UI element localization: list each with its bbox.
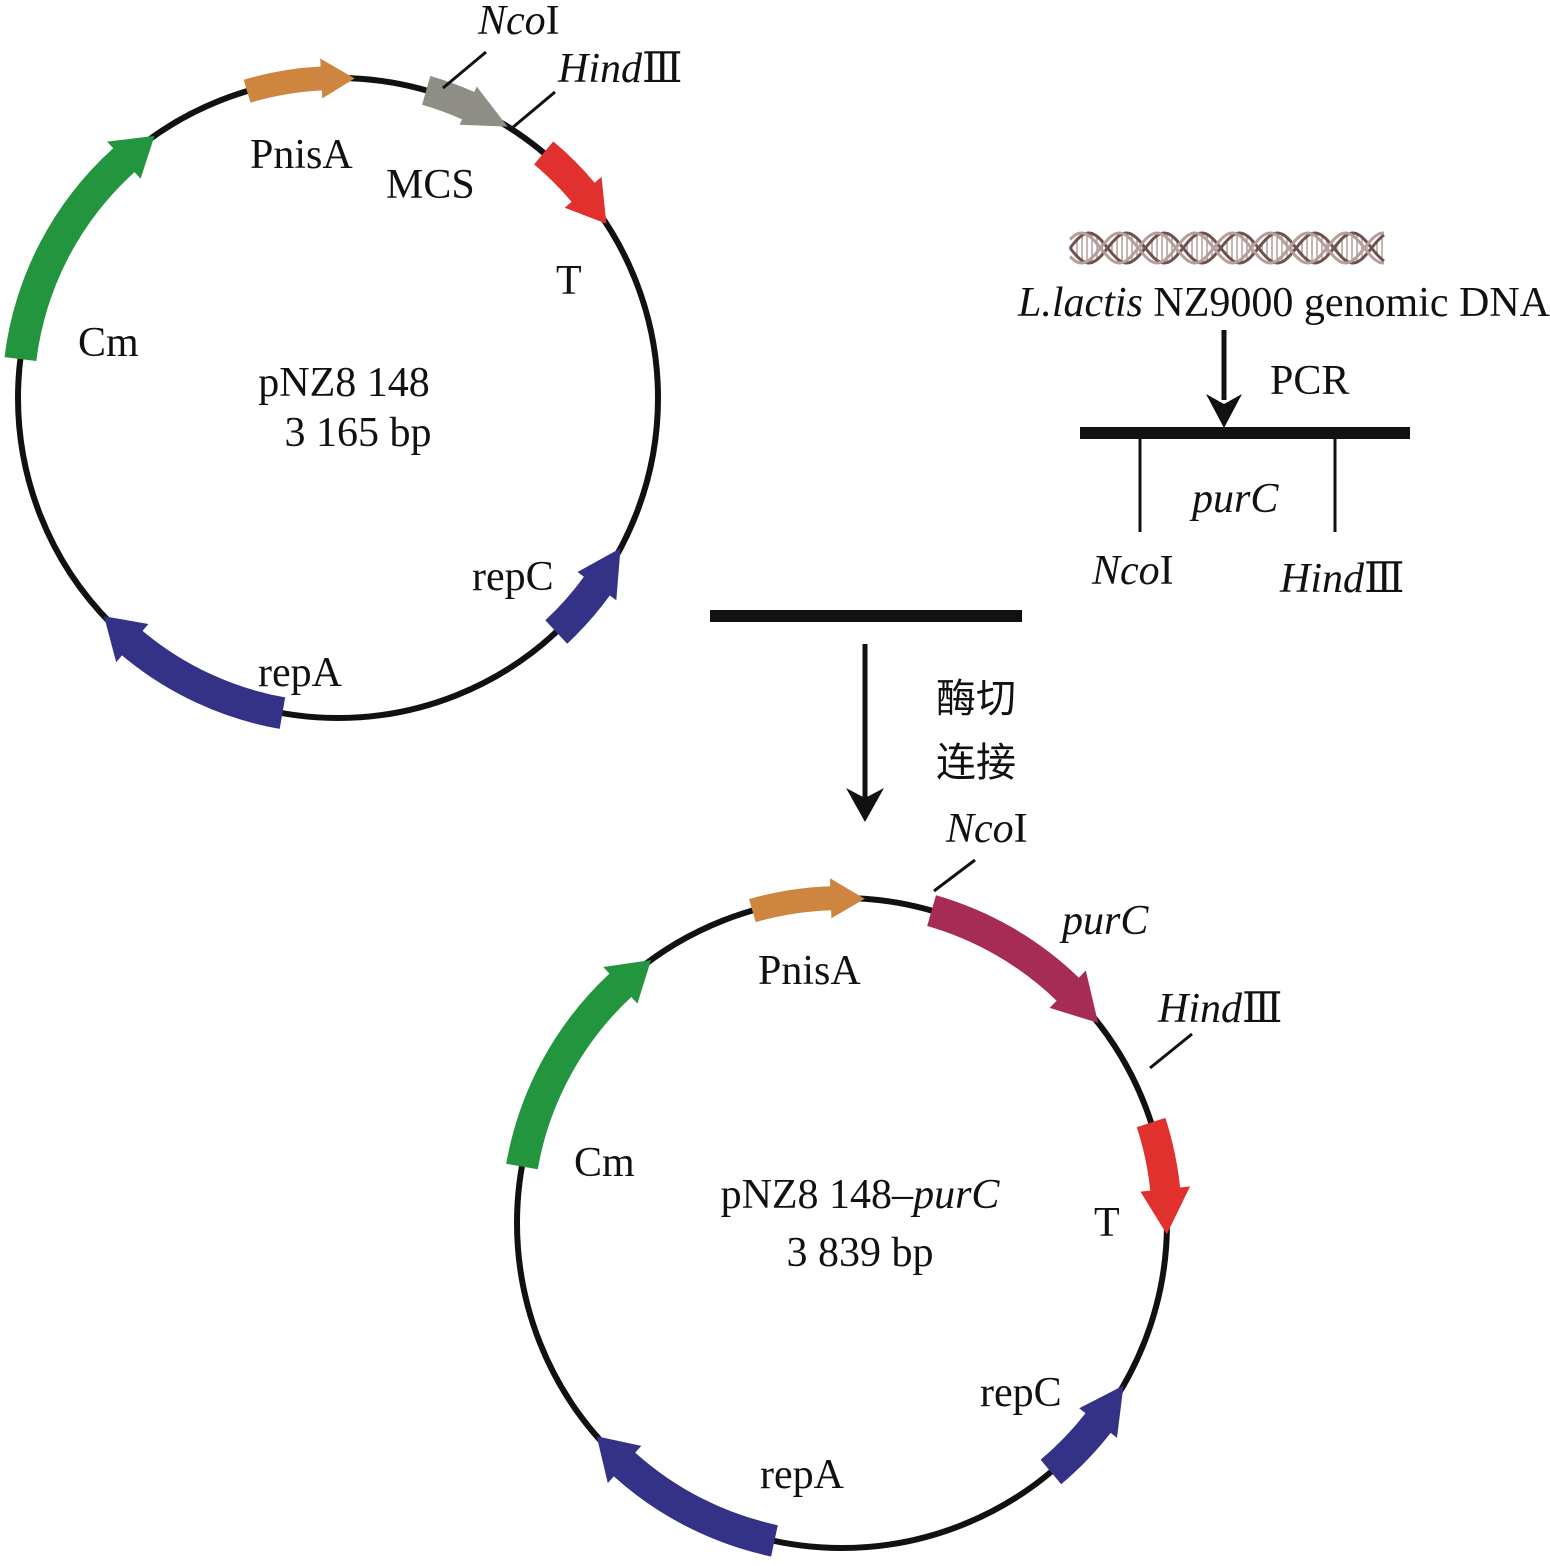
ligation-label: 连接 xyxy=(936,740,1016,786)
pnisa-promoter-arrow xyxy=(243,58,355,103)
repc-label: repC xyxy=(472,554,554,600)
plasmid-name: pNZ8 148–purC xyxy=(721,1172,1001,1218)
join-bar xyxy=(710,610,1022,622)
cm-arrow xyxy=(506,960,651,1170)
ncoi-site-label: NcoI xyxy=(477,0,560,44)
repa-label: repA xyxy=(258,650,343,696)
pcr-label: PCR xyxy=(1270,358,1349,404)
pcr-ncoi-label: NcoI xyxy=(1091,548,1174,594)
ncoi-site-label: NcoI xyxy=(945,806,1028,852)
pcr-arrow-head-icon xyxy=(1206,394,1242,428)
cm-label: Cm xyxy=(574,1140,635,1186)
mcs-label: MCS xyxy=(386,162,475,208)
pcr-gene-label: purC xyxy=(1189,476,1279,522)
pcr-fragment-block: L.lactis NZ9000 genomic DNA PCR purC Nco… xyxy=(1017,231,1550,602)
plasmid-name: pNZ8 148 xyxy=(258,360,430,406)
hindiii-leader-line xyxy=(1149,1032,1193,1070)
repa-arrow xyxy=(596,1436,778,1557)
plasmid-pnz8148: NcoI HindⅢ PnisA MCS T Cm repC repA pNZ8… xyxy=(4,0,683,729)
genomic-dna-helix-icon xyxy=(1068,231,1385,265)
mcs-arrow xyxy=(422,76,508,127)
helix-strand xyxy=(1068,231,1385,265)
purc-insert-arrow xyxy=(927,895,1099,1023)
helix-strand xyxy=(1068,231,1385,265)
purc-label: purC xyxy=(1059,898,1149,944)
repa-arrow xyxy=(104,616,286,729)
plasmid-size: 3 165 bp xyxy=(285,410,432,456)
genomic-dna-label: L.lactis NZ9000 genomic DNA xyxy=(1017,280,1550,326)
terminator-arrow xyxy=(1136,1117,1191,1235)
plasmid-size: 3 839 bp xyxy=(787,1230,934,1276)
terminator-label: T xyxy=(556,258,582,304)
ncoi-leader-line xyxy=(442,50,487,90)
terminator-label: T xyxy=(1094,1200,1120,1246)
repa-label: repA xyxy=(760,1452,845,1498)
hindiii-site-label: HindⅢ xyxy=(557,46,683,92)
repc-label: repC xyxy=(980,1370,1062,1416)
plasmid-pnz8148-purc: NcoI HindⅢ PnisA purC T Cm repC repA pNZ… xyxy=(506,806,1283,1557)
pcr-product-bar xyxy=(1080,427,1410,439)
ligation-step: 酶切 连接 xyxy=(710,610,1022,822)
pcr-hindiii-label: HindⅢ xyxy=(1279,556,1405,602)
ncoi-leader-line xyxy=(933,858,976,893)
step-arrow-head-icon xyxy=(846,788,884,822)
repc-arrow xyxy=(545,548,621,644)
cm-label: Cm xyxy=(78,320,139,366)
cm-arrow xyxy=(4,135,155,361)
pnisa-label: PnisA xyxy=(758,948,861,994)
hindiii-site-label: HindⅢ xyxy=(1157,986,1283,1032)
terminator-arrow xyxy=(534,141,607,224)
pnisa-label: PnisA xyxy=(250,132,353,178)
hindiii-leader-line xyxy=(511,90,556,130)
digestion-label: 酶切 xyxy=(936,676,1016,722)
repc-arrow xyxy=(1040,1385,1124,1485)
pnisa-promoter-arrow xyxy=(749,878,865,923)
